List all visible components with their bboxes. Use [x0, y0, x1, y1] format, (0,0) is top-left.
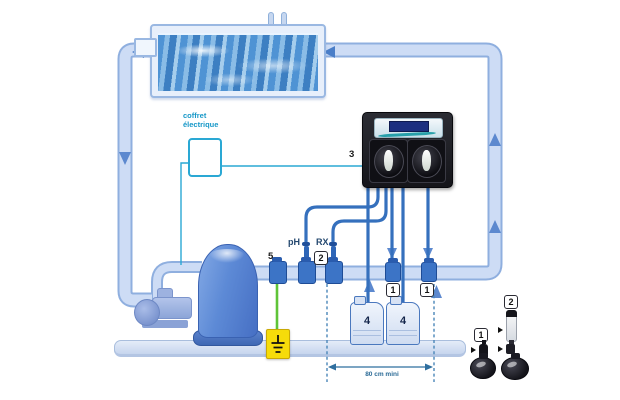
chemical-can-left: 4 — [350, 296, 384, 345]
callout-rx-kit: 2 — [314, 251, 328, 265]
assembly-arrow-icon — [498, 346, 503, 352]
callout-can-right: 4 — [399, 315, 407, 327]
flow-arrow-up-right-pipe-2 — [489, 220, 501, 233]
callout-injector-right: 1 — [420, 283, 434, 297]
can-cap — [354, 296, 366, 305]
probe-part — [506, 310, 517, 345]
distance-note: 80 cm mini — [365, 371, 399, 378]
flow-arrow-down-left-pipe — [119, 152, 131, 165]
assembly-arrow-icon — [498, 327, 503, 333]
dosing-unit-panel — [374, 118, 443, 138]
chemical-can-right: 4 — [386, 296, 420, 345]
ground-tee-fitting — [269, 257, 287, 284]
pipe-pump-filter — [153, 263, 202, 300]
earth-ground-symbol — [266, 329, 290, 359]
ph-label: pH — [288, 237, 300, 247]
circulation-pump-foot — [142, 320, 188, 328]
legend-label-probe-assembly: 2 — [504, 295, 518, 309]
electrical-box — [188, 138, 222, 177]
injection-fitting-right — [421, 258, 437, 282]
rx-probe — [329, 242, 337, 262]
pool-water — [158, 33, 318, 91]
pool — [150, 24, 326, 98]
callout-dosing-unit: 3 — [349, 149, 355, 160]
peristaltic-pump-right — [407, 139, 446, 183]
rx-probe-fitting — [325, 257, 343, 284]
rx-probe-cable — [331, 186, 388, 262]
ph-probe-cable — [304, 186, 380, 262]
callout-injector-left: 1 — [386, 283, 400, 297]
callout-can-left: 4 — [363, 315, 371, 327]
pipe-saddle-clamp — [470, 353, 496, 379]
rx-label: RX — [316, 237, 329, 247]
filter-tank — [198, 244, 258, 338]
pool-skimmer — [134, 38, 157, 57]
callout-ground-tee: 5 — [268, 251, 274, 262]
electrical-box-label: coffret électrique — [183, 111, 219, 129]
dosing-unit-display — [389, 121, 429, 132]
ph-probe-fitting — [298, 257, 316, 284]
circulation-pump — [134, 299, 160, 326]
probe-holder-part — [506, 344, 515, 354]
flow-arrow-up-right-pipe-1 — [489, 133, 501, 146]
injection-valve-part — [479, 340, 488, 357]
ph-probe — [302, 242, 310, 262]
pipe-suction-line — [119, 44, 163, 306]
flow-arrow-pool-in — [323, 46, 335, 58]
wire-coffret-to-pump — [180, 162, 188, 265]
legend-label-injection-valve: 1 — [474, 328, 488, 342]
assembly-arrow-icon — [471, 347, 476, 353]
pipe-saddle-clamp — [501, 353, 529, 380]
injection-fitting-left — [385, 258, 401, 282]
peristaltic-pump-left — [369, 139, 408, 183]
filter-dome-highlight — [209, 249, 245, 263]
earth-icon — [271, 335, 285, 353]
pipe-return-line — [250, 44, 501, 279]
dosing-unit — [362, 112, 453, 188]
